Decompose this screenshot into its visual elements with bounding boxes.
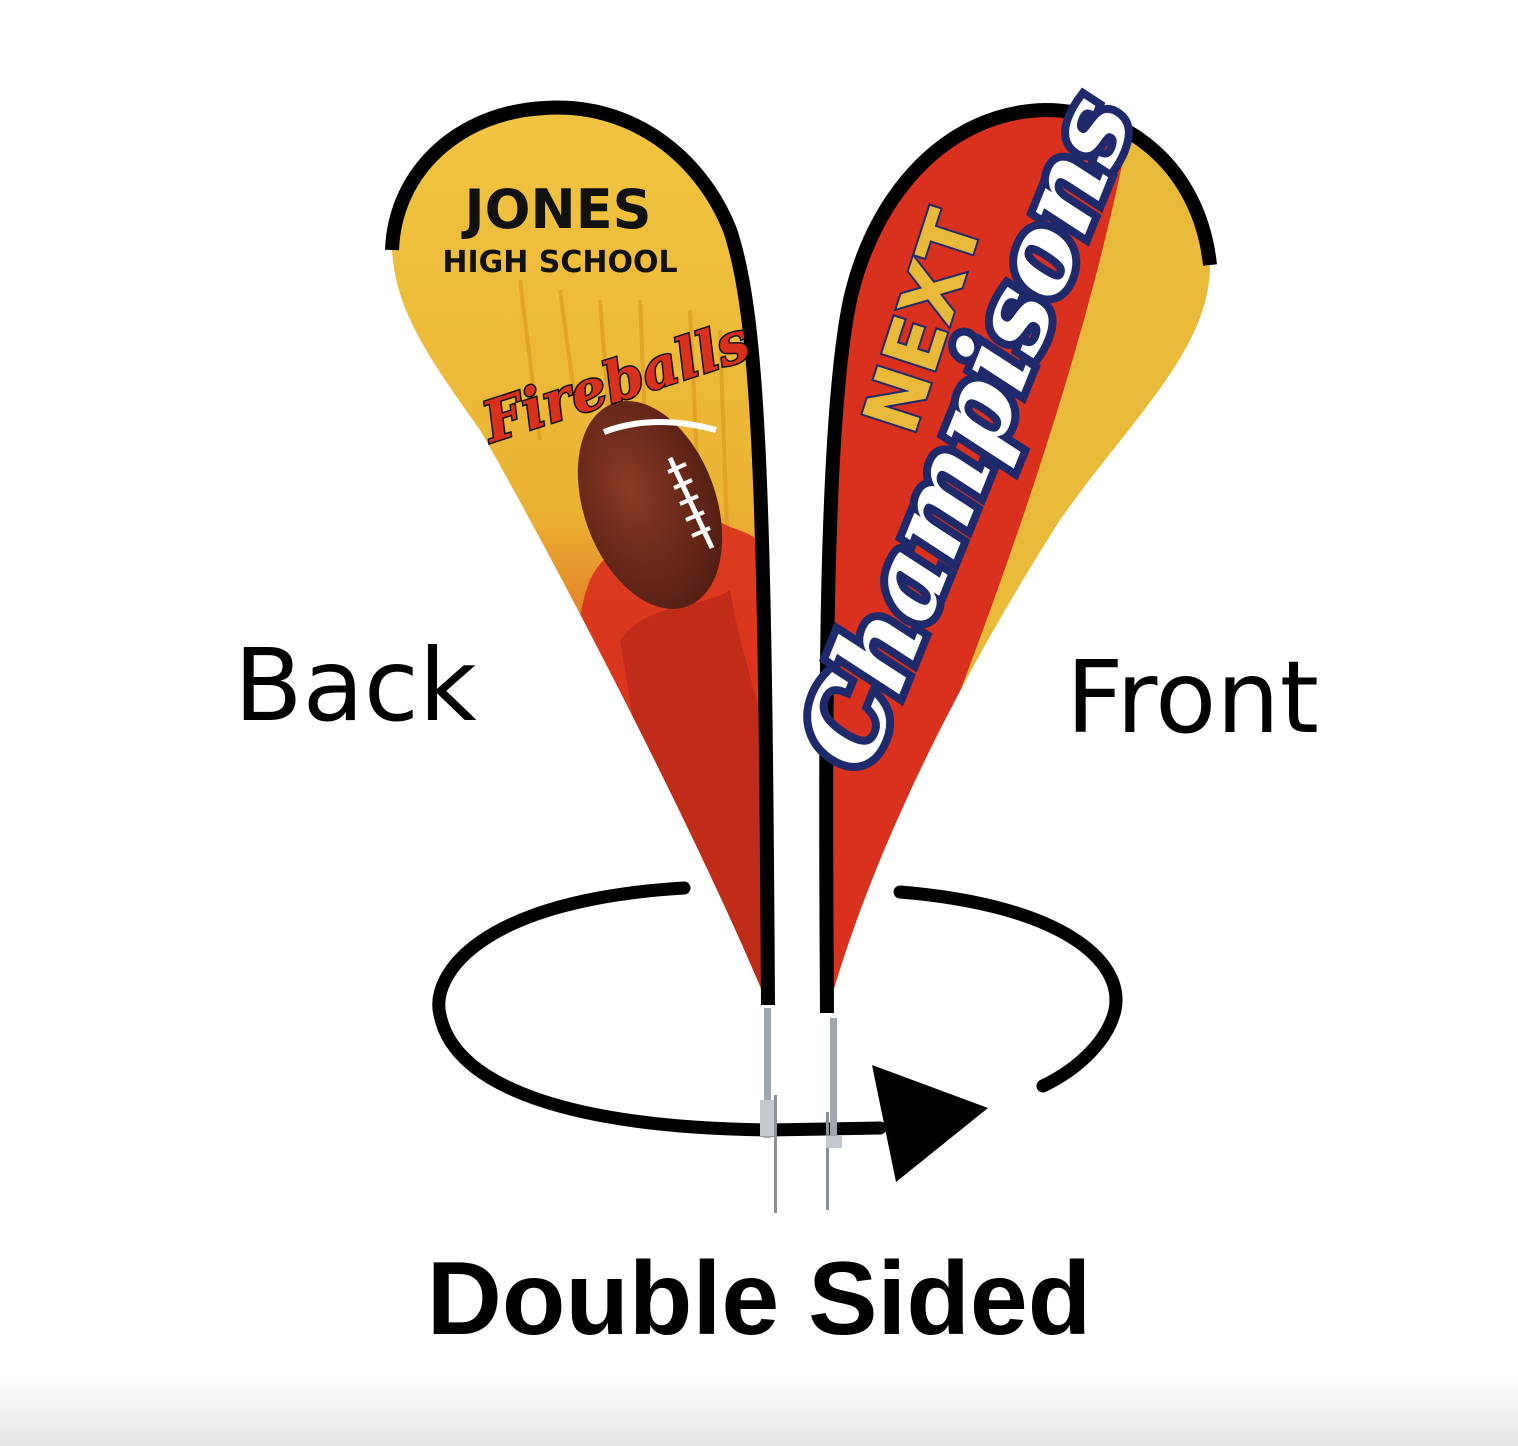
front-label: Front [1066, 639, 1319, 756]
rotation-arrow-icon [432, 881, 1123, 1182]
back-flag-school-type: HIGH SCHOOL [442, 245, 677, 280]
football-icon [577, 401, 723, 609]
back-flag-school-name: JONES [461, 178, 652, 241]
back-flag: JONES HIGH SCHOOL Fireballs [385, 100, 775, 1006]
bottom-fade [0, 1376, 1518, 1446]
double-sided-caption: Double Sided [426, 1241, 1092, 1357]
pole-stakes [760, 1008, 842, 1213]
front-flag: NEXT Champisons [768, 71, 1217, 1014]
back-label: Back [234, 627, 477, 744]
